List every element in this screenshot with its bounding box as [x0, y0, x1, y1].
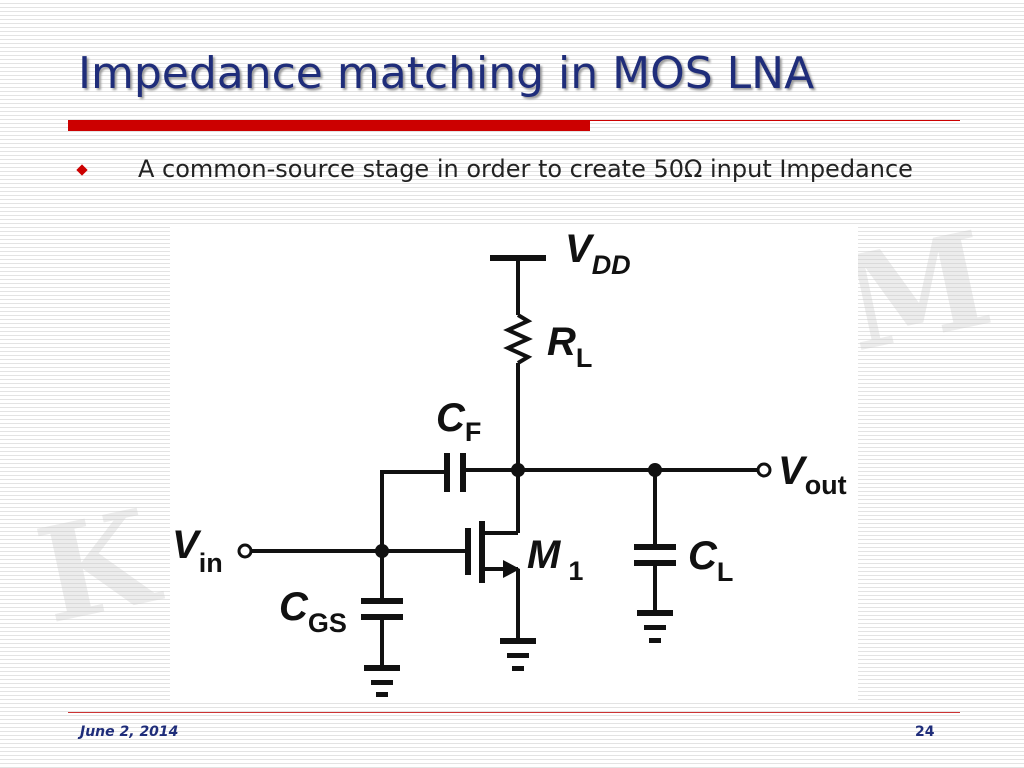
- label-vdd: VDD: [565, 227, 631, 280]
- label-cf: CF: [436, 396, 481, 447]
- title-underline-thin: [590, 120, 960, 121]
- vin-terminal: [237, 543, 253, 559]
- label-rl: RL: [547, 320, 592, 373]
- label-vin: Vin: [172, 523, 223, 578]
- resistor-rl: [503, 313, 533, 365]
- footer-rule: [68, 712, 960, 713]
- title-underline-thick: [68, 120, 590, 131]
- label-cl: CL: [688, 534, 733, 587]
- ground-symbol-m1: [500, 638, 536, 671]
- m1-source-arrow: [503, 560, 520, 578]
- label-cgs: CGS: [279, 585, 347, 638]
- footer-date: June 2, 2014: [80, 724, 179, 740]
- footer-page-number: 24: [915, 724, 935, 740]
- wire-feedback: [380, 470, 447, 668]
- vout-terminal: [756, 462, 772, 478]
- slide-title: Impedance matching in MOS LNA: [78, 48, 815, 99]
- junction-dot-output: [648, 463, 662, 477]
- ground-symbol-cgs: [364, 665, 400, 697]
- junction-dot-drain: [511, 463, 525, 477]
- label-vout: Vout: [778, 449, 847, 500]
- junction-dot-gate: [375, 544, 389, 558]
- ground-symbol-cl: [637, 610, 673, 643]
- circuit-panel: [170, 224, 858, 702]
- bullet-text: A common-source stage in order to create…: [138, 155, 913, 183]
